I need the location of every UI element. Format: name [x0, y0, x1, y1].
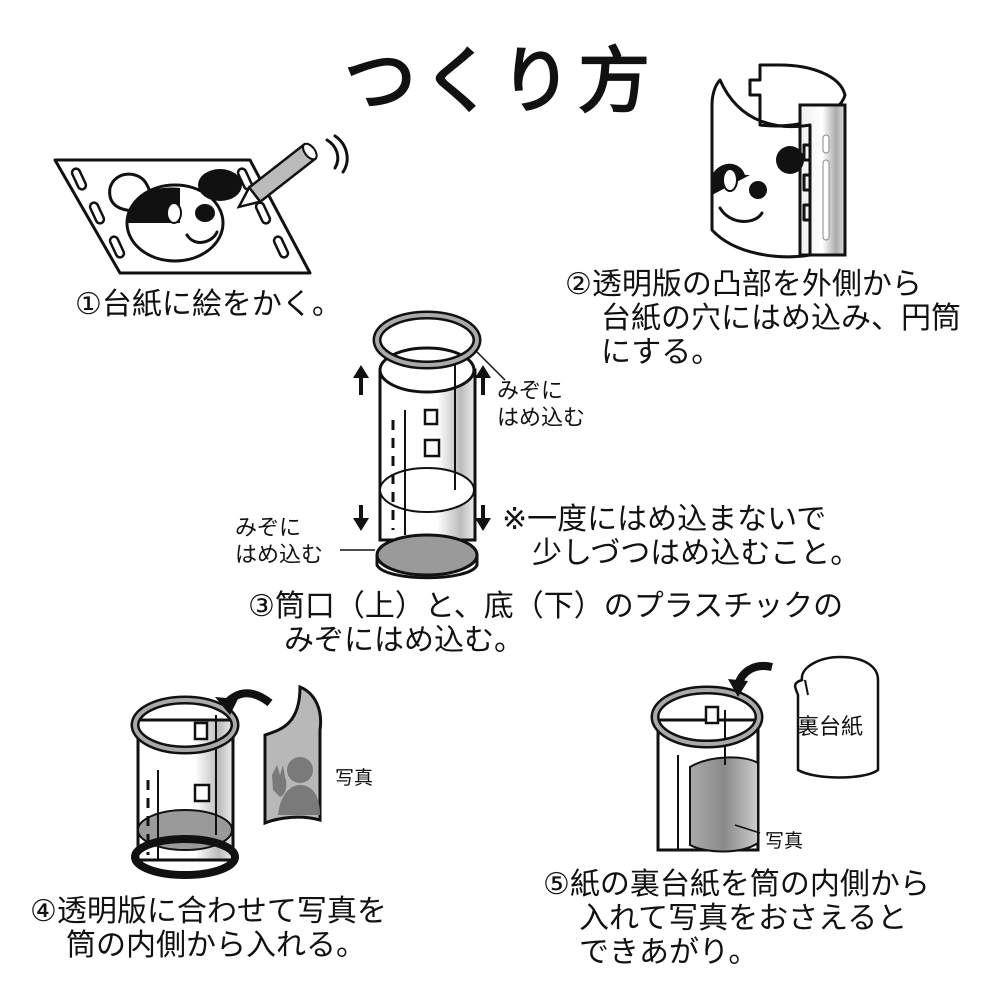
- step-number: ④: [30, 894, 57, 929]
- callout-line: みぞに: [235, 516, 302, 541]
- step4-illustration: [130, 684, 323, 879]
- callout-line: はめ込む: [235, 543, 324, 568]
- step-line: にする。: [601, 335, 722, 370]
- step3-text: ③筒口（上）と、底（下）のプラスチックの みぞにはめ込む。: [248, 590, 843, 658]
- step-line: できあがり。: [579, 935, 759, 970]
- step5-text: ⑤紙の裏台紙を筒の内側から 入れて写真をおさえると できあがり。: [543, 868, 930, 970]
- callout-note: ※一度にはめ込まないで 少しづつはめ込むこと。: [502, 503, 860, 571]
- arrow-down-icon: [475, 505, 491, 531]
- arrow-up-icon: [353, 365, 369, 395]
- card-paper: [53, 158, 312, 275]
- step2-illustration: [710, 63, 847, 259]
- page-title: つくり方: [343, 39, 656, 123]
- arrow-up-icon: [475, 365, 491, 395]
- step-line: 台紙に絵をかく。: [101, 287, 342, 322]
- step-number: ①: [75, 287, 102, 322]
- step1-illustration: [53, 134, 349, 275]
- motion-lines: [325, 134, 349, 174]
- mouse-drawing: [108, 169, 242, 263]
- step2-text: ②透明版の凸部を外側から 台紙の穴にはめ込み、円筒 にする。: [565, 268, 961, 370]
- step-line: 透明版の凸部を外側から: [591, 267, 922, 302]
- photo-label-step4: 写真: [335, 767, 374, 789]
- step-line: みぞにはめ込む。: [284, 623, 524, 658]
- photo-person-silhouette: [272, 757, 320, 815]
- callout-line: はめ込む: [497, 406, 586, 431]
- step-number: ⑤: [543, 867, 570, 902]
- note-line: ※一度にはめ込まないで: [502, 502, 827, 537]
- step-number: ②: [565, 267, 592, 302]
- photo-label-step5: 写真: [765, 830, 804, 852]
- step-line: 透明版に合わせて写真を: [56, 894, 387, 929]
- step4-text: ④透明版に合わせて写真を 筒の内側から入れる。: [30, 895, 387, 963]
- step-number: ③: [248, 589, 275, 624]
- step5-illustration: [650, 655, 880, 853]
- step-line: 入れて写真をおさえると: [579, 901, 908, 936]
- step1-text: ①台紙に絵をかく。: [75, 288, 342, 322]
- callout-groove-top: みぞに はめ込む: [497, 378, 585, 432]
- step3-illustration: [340, 310, 506, 580]
- step-line: 筒の内側から入れる。: [66, 928, 366, 963]
- callout-line: みぞに: [497, 379, 564, 404]
- arrow-down-icon: [353, 505, 369, 531]
- note-line: 少しづつはめ込むこと。: [532, 536, 861, 571]
- backing-paper: [793, 655, 880, 779]
- callout-groove-bottom: みぞに はめ込む: [235, 515, 323, 569]
- step-line: 台紙の穴にはめ込み、円筒: [601, 301, 961, 336]
- step-line: 筒口（上）と、底（下）のプラスチックの: [274, 589, 844, 624]
- backing-label: 裏台紙: [797, 715, 864, 740]
- step-line: 紙の裏台紙を筒の内側から: [569, 867, 930, 902]
- pencil-icon: [236, 142, 318, 209]
